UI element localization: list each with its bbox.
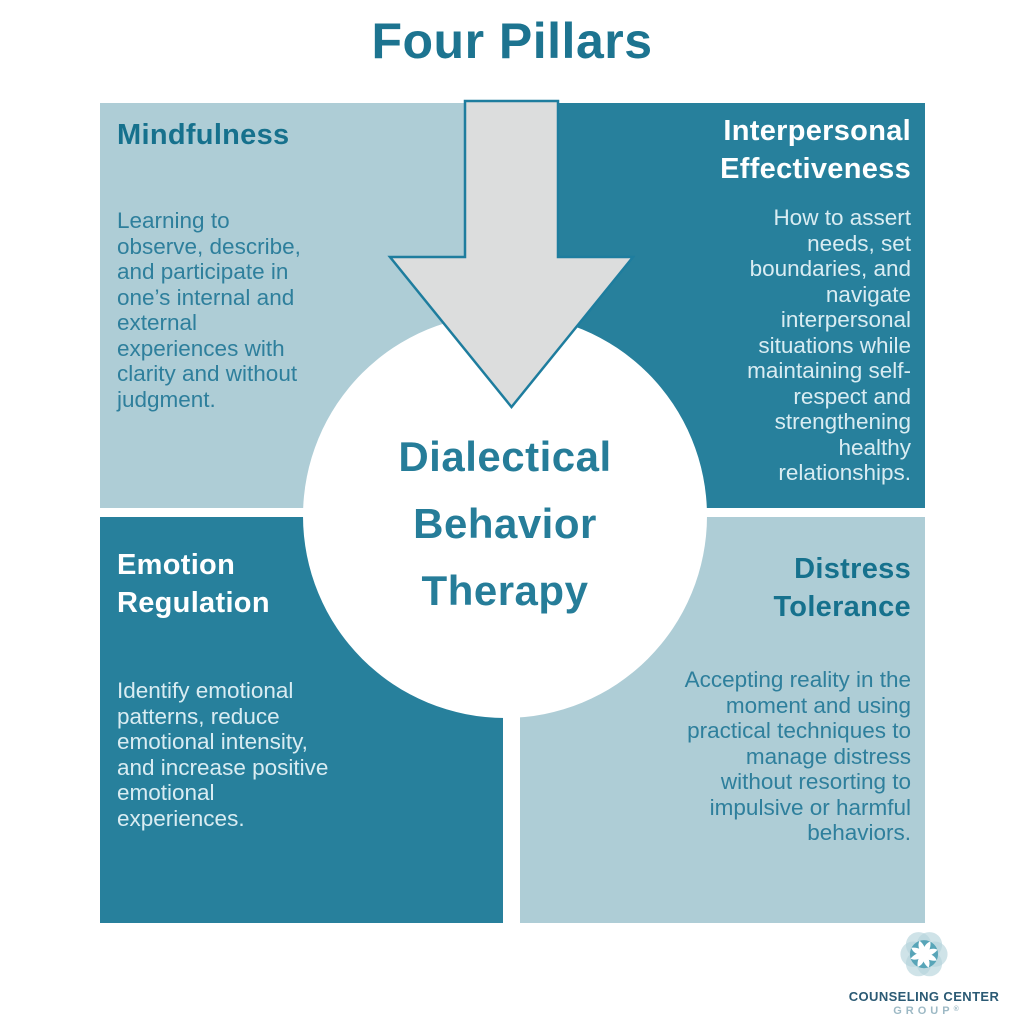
quadrant-mindfulness-body: Learning to observe, describe, and parti…	[117, 208, 301, 412]
center-label: Dialectical Behavior Therapy	[398, 433, 612, 614]
logo-text-primary: COUNSELING CENTER	[848, 989, 1000, 1004]
quadrant-interpersonal-title: Interpersonal Effectiveness	[720, 115, 911, 185]
quadrant-emotion-title: Emotion Regulation	[117, 549, 270, 619]
logo-text-secondary: GROUP ®	[889, 1005, 959, 1017]
swirl-rosette-icon	[900, 932, 948, 977]
down-arrow-icon	[387, 99, 636, 409]
quadrant-interpersonal-body: How to assert needs, set boundaries, and…	[747, 205, 911, 485]
quadrant-emotion-body: Identify emotional patterns, reduce emot…	[117, 678, 329, 831]
counseling-center-logo: COUNSELING CENTER GROUP ®	[826, 927, 1022, 1017]
quadrant-emotion-regulation: Emotion Regulation Identify emotional pa…	[100, 517, 503, 923]
page-title: Four Pillars	[371, 13, 653, 69]
registered-mark: ®	[953, 1006, 959, 1013]
quadrant-mindfulness-title: Mindfulness	[117, 119, 290, 151]
quadrant-distress-title: Distress Tolerance	[773, 553, 911, 623]
logo-group-word: GROUP	[893, 1005, 954, 1017]
quadrant-distress-body: Accepting reality in the moment and usin…	[684, 667, 911, 845]
